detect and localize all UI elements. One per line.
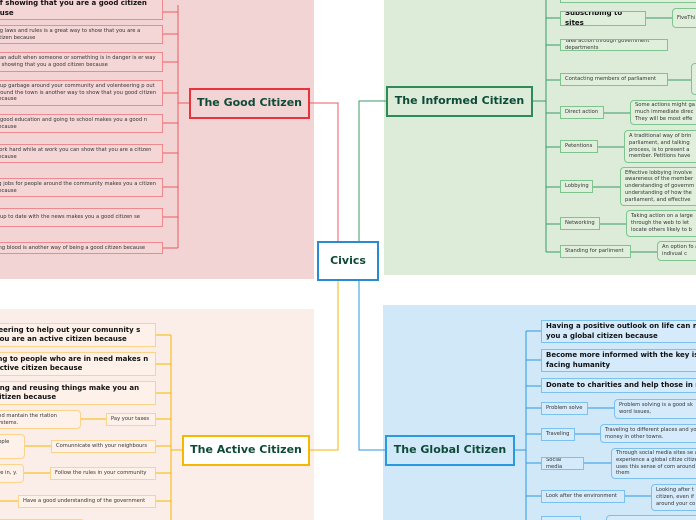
global-item[interactable]: Donate to charities and help those in n — [541, 378, 696, 393]
active-detail: and mantain the rtation systems. — [0, 410, 81, 429]
global-citizen-node[interactable]: The Global Citizen — [385, 435, 515, 466]
global-detail: Traveling to different places and your m… — [600, 424, 696, 443]
good-item[interactable]: work hard while at work you can show tha… — [0, 144, 163, 163]
good-item[interactable]: g up garbage around your community and v… — [0, 80, 163, 106]
informed-detail: Taking action on a large through the web… — [626, 210, 696, 237]
active-detail: eople — [0, 434, 25, 459]
global-item[interactable]: Look after the environment — [541, 490, 625, 503]
global-detail — [606, 515, 696, 520]
informed-item[interactable]: Contacting members of parliament — [560, 73, 668, 86]
global-item[interactable]: Traveling — [541, 428, 575, 441]
global-detail: Problem solving is a good sk word issues… — [614, 399, 696, 419]
global-item[interactable]: Social media — [541, 457, 584, 470]
informed-item[interactable]: Take action through government departmen… — [560, 39, 668, 51]
global-item[interactable]: Problem solve — [541, 402, 588, 415]
informed-citizen-node[interactable]: The Informed Citizen — [386, 86, 533, 117]
informed-item[interactable]: Networking — [560, 217, 600, 230]
good-item[interactable]: ng jobs for people around the community … — [0, 178, 163, 197]
informed-item[interactable]: Standing for parliment — [560, 245, 631, 258]
active-item[interactable]: Comunnicate with your neighbours — [51, 440, 156, 453]
good-item[interactable]: g an adult when someone or something is … — [0, 52, 163, 72]
active-item[interactable]: ing to people who are in need makes n ac… — [0, 352, 156, 376]
informed-item[interactable]: Lobbying — [560, 180, 593, 193]
good-item[interactable]: g good education and going to school mak… — [0, 114, 163, 133]
good-citizen-node[interactable]: The Good Citizen — [189, 88, 310, 119]
informed-item[interactable]: Subscribing to sites — [560, 11, 646, 26]
active-item[interactable]: Follow the rules in your community — [50, 467, 156, 480]
global-detail: Through social media sites se and experi… — [611, 448, 696, 479]
active-detail: are in, y. — [0, 464, 24, 483]
active-item[interactable]: teering to help out your comunnity s you… — [0, 323, 156, 347]
informed-item[interactable]: Petentions — [560, 140, 598, 153]
active-item[interactable]: ling and reusing things make you an citi… — [0, 381, 156, 405]
active-item[interactable]: Pay your taxes — [106, 413, 156, 426]
center-node-civics[interactable]: Civics — [317, 241, 379, 281]
good-item[interactable]: g up to date with the news makes you a g… — [0, 208, 163, 227]
good-item[interactable]: of showing that you are a good citizen a… — [0, 0, 163, 20]
informed-detail: Effective lobbying involve awareness of … — [620, 167, 696, 206]
informed-detail: A traditional way of brin parliament, an… — [624, 130, 696, 163]
informed-detail: An option fo an indivual c — [657, 241, 696, 261]
informed-detail: Some actions might ga much immediate dir… — [630, 100, 696, 125]
active-item[interactable]: Have a good understanding of the governm… — [18, 495, 156, 508]
global-item[interactable]: Having a positive outlook on life can m … — [541, 320, 696, 343]
good-panel — [0, 0, 314, 279]
informed-item[interactable]: Direct action — [560, 106, 604, 119]
good-item[interactable]: ting blood is another way of being a goo… — [0, 242, 163, 254]
informed-detail — [691, 63, 696, 95]
global-detail: Looking after t citizen, even if around … — [651, 484, 696, 511]
active-citizen-node[interactable]: The Active Citizen — [182, 435, 310, 466]
good-item[interactable]: ing laws and rules is a great way to sho… — [0, 25, 163, 44]
global-item[interactable]: Become more informed with the key is fac… — [541, 349, 696, 372]
informed-detail: FiveThi politics — [672, 8, 696, 28]
informed-item[interactable] — [560, 0, 696, 3]
global-item[interactable] — [541, 516, 581, 520]
